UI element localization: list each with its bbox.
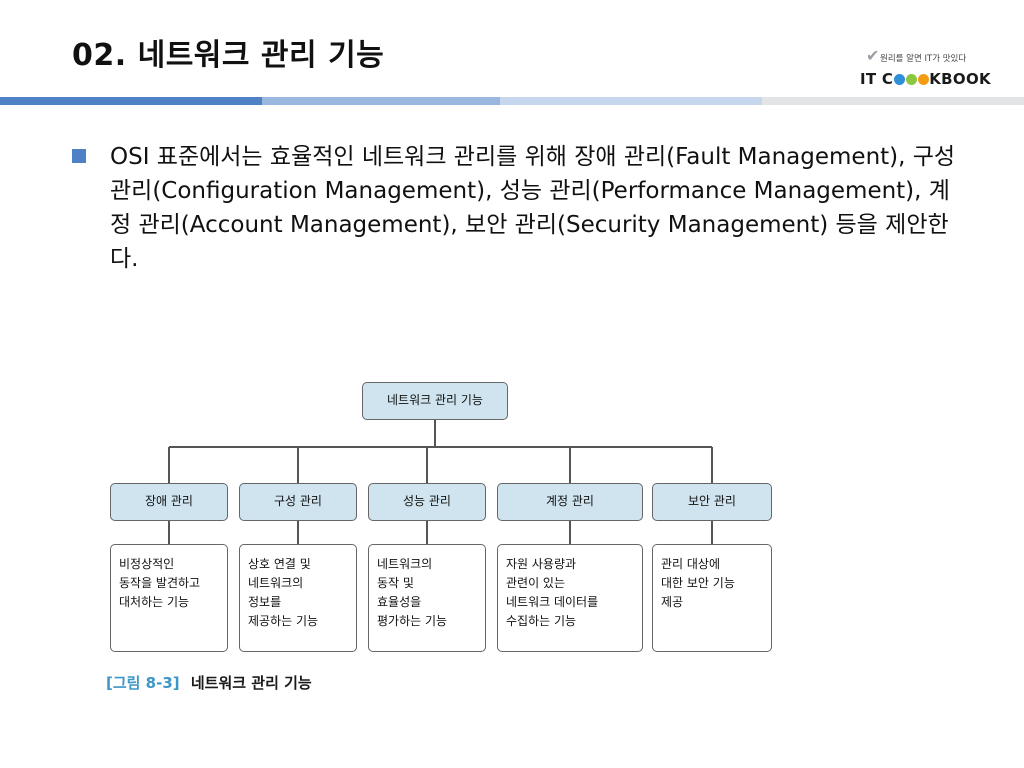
category-box: 구성 관리 [239, 483, 357, 521]
figure-caption-text: 네트워크 관리 기능 [190, 674, 312, 692]
header-bar-segment-4 [762, 97, 1024, 105]
logo-tagline: 원리를 알면 IT가 맛있다 [880, 54, 967, 64]
header-bar-segment-2 [262, 97, 500, 105]
square-bullet-icon [72, 149, 86, 163]
connector-vertical [711, 447, 713, 483]
category-description-box: 자원 사용량과 관련이 있는 네트워크 데이터를 수집하는 기능 [497, 544, 643, 652]
connector-vertical [569, 447, 571, 483]
bullet-text: OSI 표준에서는 효율적인 네트워크 관리를 위해 장애 관리(Fault M… [110, 144, 956, 272]
category-box: 성능 관리 [368, 483, 486, 521]
connector-vertical [426, 521, 428, 544]
logo-dot-green [905, 73, 917, 85]
header-bar-segment-1 [0, 97, 262, 105]
category-box: 보안 관리 [652, 483, 772, 521]
category-description-box: 비정상적인 동작을 발견하고 대처하는 기능 [110, 544, 228, 652]
connector-vertical [711, 521, 713, 544]
checkmark-icon: ✔ [866, 46, 880, 65]
connector-vertical [168, 521, 170, 544]
logo-dot-orange [917, 73, 929, 85]
slide-title: 02. 네트워크 관리 기능 [72, 38, 385, 73]
connector-vertical [569, 521, 571, 544]
category-box: 계정 관리 [497, 483, 643, 521]
figure-caption: [그림 8-3] 네트워크 관리 기능 [106, 672, 312, 693]
logo-brand: IT C KBOOK [860, 70, 991, 88]
it-cookbook-logo: ✔ 원리를 알면 IT가 맛있다 IT C KBOOK [858, 46, 998, 94]
logo-brand-left: IT C [860, 70, 894, 88]
category-description-box: 상호 연결 및 네트워크의 정보를 제공하는 기능 [239, 544, 357, 652]
diagram-root-box: 네트워크 관리 기능 [362, 382, 508, 420]
connector-vertical [297, 521, 299, 544]
logo-brand-right: KBOOK [929, 70, 991, 88]
category-description-box: 관리 대상에 대한 보안 기능 제공 [652, 544, 772, 652]
bullet-item: OSI 표준에서는 효율적인 네트워크 관리를 위해 장애 관리(Fault M… [72, 140, 972, 276]
category-description-box: 네트워크의 동작 및 효율성을 평가하는 기능 [368, 544, 486, 652]
connector-horizontal-bus [169, 446, 712, 448]
connector-vertical [297, 447, 299, 483]
logo-dot-blue [893, 73, 905, 85]
connector-root-vertical [434, 420, 436, 447]
figure-caption-label: [그림 8-3] [106, 674, 180, 692]
connector-vertical [426, 447, 428, 483]
header-bar-segment-3 [500, 97, 762, 105]
category-box: 장애 관리 [110, 483, 228, 521]
connector-vertical [168, 447, 170, 483]
